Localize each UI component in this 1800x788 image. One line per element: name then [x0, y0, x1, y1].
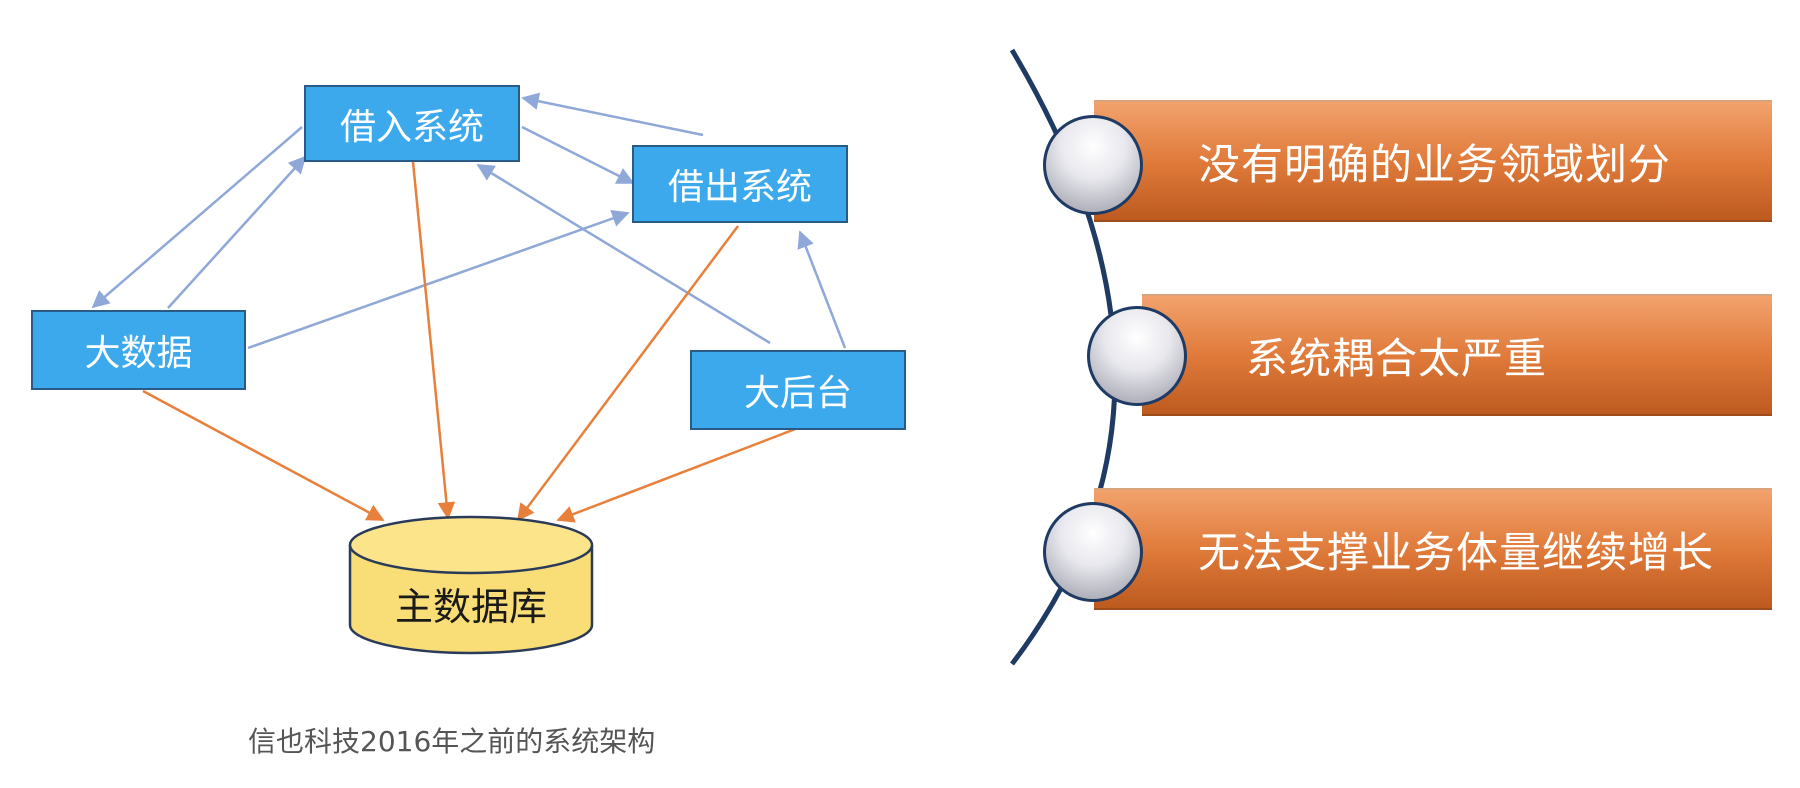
problem-text-3: 无法支撑业务体量继续增长 — [1198, 527, 1715, 577]
arrow-backend-to-borrowout — [797, 230, 847, 349]
arrow-bigdata-to-db — [142, 389, 385, 522]
arrow-borrowin-to-db — [411, 161, 456, 520]
arrow-backend-to-db — [556, 426, 799, 523]
problem-bullet-1 — [1043, 115, 1143, 215]
problem-bar-2 — [1142, 294, 1772, 416]
arrow-borrowin-to-borrowout — [521, 125, 635, 185]
arrow-borrowout-to-db — [516, 225, 740, 522]
node-big-data: 大数据 — [31, 310, 246, 390]
node-backend: 大后台 — [690, 350, 906, 430]
diagram-caption: 信也科技2016年之前的系统架构 — [248, 725, 656, 758]
problem-bar-3 — [1094, 488, 1772, 610]
arrow-bigdata-to-borrowout — [247, 210, 630, 350]
arrow-bigdata-to-borrowin — [167, 155, 307, 309]
problem-bar-1 — [1094, 100, 1772, 222]
main-database-cylinder — [348, 515, 594, 655]
node-borrow-in-system: 借入系统 — [304, 85, 520, 162]
problem-bullet-2 — [1087, 306, 1187, 406]
arrow-backend-to-borrowin — [476, 163, 771, 345]
problem-text-2: 系统耦合太严重 — [1246, 333, 1548, 383]
node-main-database-label: 主数据库 — [394, 584, 547, 629]
node-borrow-out-system: 借出系统 — [632, 145, 848, 223]
problem-text-1: 没有明确的业务领域划分 — [1198, 139, 1672, 189]
arrow-borrowin-to-bigdata — [91, 126, 303, 309]
arrow-borrowout-to-borrowin — [521, 92, 704, 137]
problem-bullet-3 — [1043, 502, 1143, 602]
